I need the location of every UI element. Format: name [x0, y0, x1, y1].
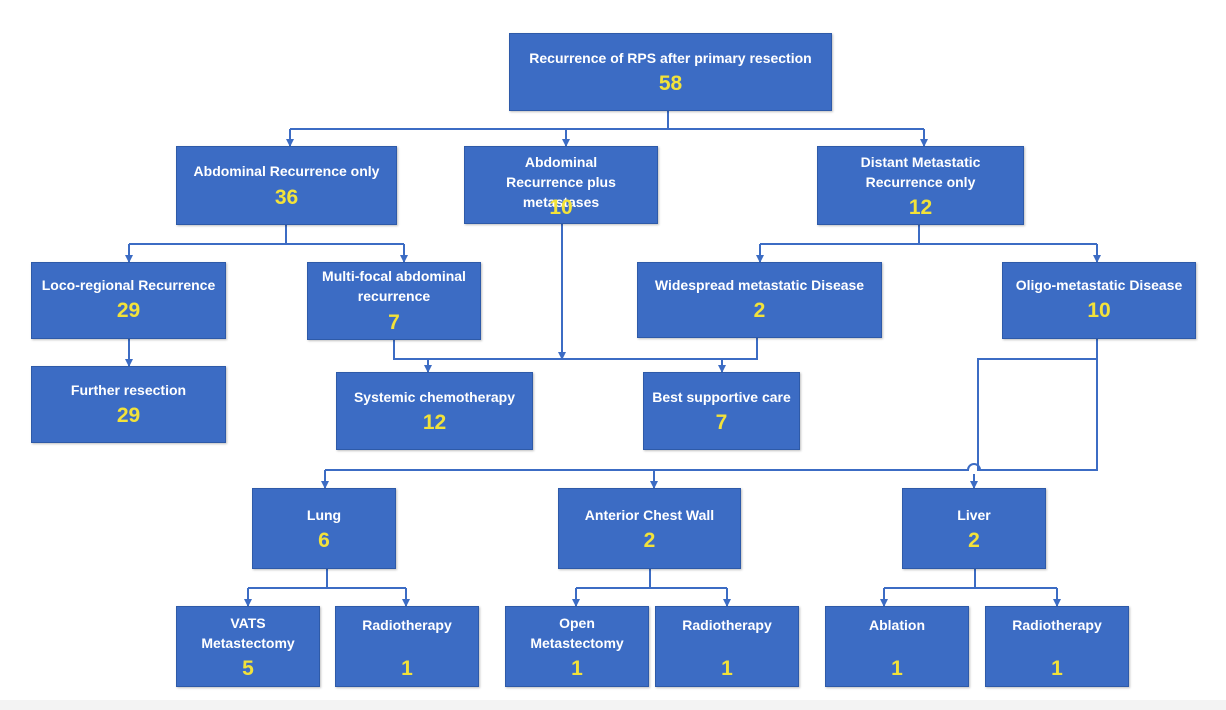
connector-distant-split [760, 225, 1097, 245]
node-value: 29 [116, 404, 141, 427]
node-value: 1 [721, 657, 733, 680]
node-label: Anterior Chest Wall [584, 507, 715, 523]
node-value: 36 [274, 186, 299, 209]
node-liver-radiotherapy: Radiotherapy 1 [985, 606, 1129, 687]
node-value: 12 [422, 411, 447, 434]
connector-chest-split [576, 569, 727, 589]
node-chest-radiotherapy: Radiotherapy 1 [655, 606, 799, 687]
node-value: 2 [643, 529, 656, 552]
node-lung-radiotherapy: Radiotherapy 1 [335, 606, 479, 687]
node-label: Ablation [869, 617, 925, 633]
node-value: 7 [388, 311, 400, 334]
node-label: Multi-focal abdominal recurrence [322, 268, 466, 304]
node-label: Best supportive care [652, 389, 791, 405]
node-label: VATS Metastectomy [201, 615, 295, 651]
node-lung: Lung 6 [252, 488, 396, 569]
node-label: Radiotherapy [362, 617, 452, 633]
node-label: Widespread metastatic Disease [654, 277, 865, 293]
node-value: 2 [968, 529, 980, 552]
node-label: Loco-regional Recurrence [41, 277, 216, 293]
node-abdominal-recurrence-only: Abdominal Recurrence only 36 [176, 146, 397, 225]
node-label: Lung [306, 507, 342, 523]
node-value: 1 [891, 657, 903, 680]
node-vats-metastectomy: VATS Metastectomy 5 [176, 606, 320, 687]
node-value: 7 [715, 411, 728, 434]
connector-root-split [290, 111, 924, 130]
node-ablation: Ablation 1 [825, 606, 969, 687]
node-label: Oligo-metastatic Disease [1015, 277, 1183, 293]
node-label: Abdominal Recurrence plus metastases [506, 154, 616, 210]
node-further-resection: Further resection 29 [31, 366, 226, 443]
connector-sites-horizontal [325, 463, 982, 471]
bottom-edge-strip [0, 700, 1226, 710]
node-value: 10 [1087, 299, 1111, 322]
node-label: Open Metastectomy [530, 615, 624, 651]
node-widespread-metastatic-disease: Widespread metastatic Disease 2 [637, 262, 882, 338]
node-label: Distant Metastatic Recurrence only [860, 154, 981, 190]
node-value: 6 [318, 529, 330, 552]
node-value: 1 [1051, 657, 1063, 680]
node-value: 5 [242, 657, 254, 680]
node-recurrence-root: Recurrence of RPS after primary resectio… [509, 33, 832, 111]
node-label: Radiotherapy [682, 617, 772, 633]
node-abdominal-recurrence-plus-metastases: Abdominal Recurrence plus metastases 10 [464, 146, 658, 224]
node-liver: Liver 2 [902, 488, 1046, 569]
node-value: 2 [753, 299, 766, 322]
node-anterior-chest-wall: Anterior Chest Wall 2 [558, 488, 741, 569]
node-label: Liver [957, 507, 991, 523]
connector-widespread-down [722, 338, 758, 360]
node-label: Radiotherapy [1012, 617, 1102, 633]
node-label: Systemic chemotherapy [353, 389, 516, 405]
connector-oligo-branch [977, 339, 1098, 471]
node-distant-metastatic-recurrence: Distant Metastatic Recurrence only 12 [817, 146, 1024, 225]
node-multi-focal-abdominal-recurrence: Multi-focal abdominal recurrence 7 [307, 262, 481, 340]
node-label: Abdominal Recurrence only [193, 163, 380, 179]
node-best-supportive-care: Best supportive care 7 [643, 372, 800, 450]
connector-abdominal-split [129, 225, 404, 245]
node-value: 29 [116, 299, 141, 322]
node-label: Recurrence of RPS after primary resectio… [529, 50, 812, 66]
node-value: 58 [658, 72, 683, 95]
connector-liver-split [884, 569, 1057, 589]
node-systemic-chemotherapy: Systemic chemotherapy 12 [336, 372, 533, 450]
node-value: 1 [401, 657, 413, 680]
node-value: 1 [571, 657, 583, 680]
node-value: 10 [549, 196, 573, 219]
node-loco-regional-recurrence: Loco-regional Recurrence 29 [31, 262, 226, 339]
connector-to-chemo [393, 340, 428, 360]
node-value: 12 [908, 196, 933, 219]
node-open-metastectomy: Open Metastectomy 1 [505, 606, 649, 687]
node-label: Further resection [70, 382, 187, 398]
node-oligo-metastatic-disease: Oligo-metastatic Disease 10 [1002, 262, 1196, 339]
connector-lung-split [248, 569, 406, 589]
